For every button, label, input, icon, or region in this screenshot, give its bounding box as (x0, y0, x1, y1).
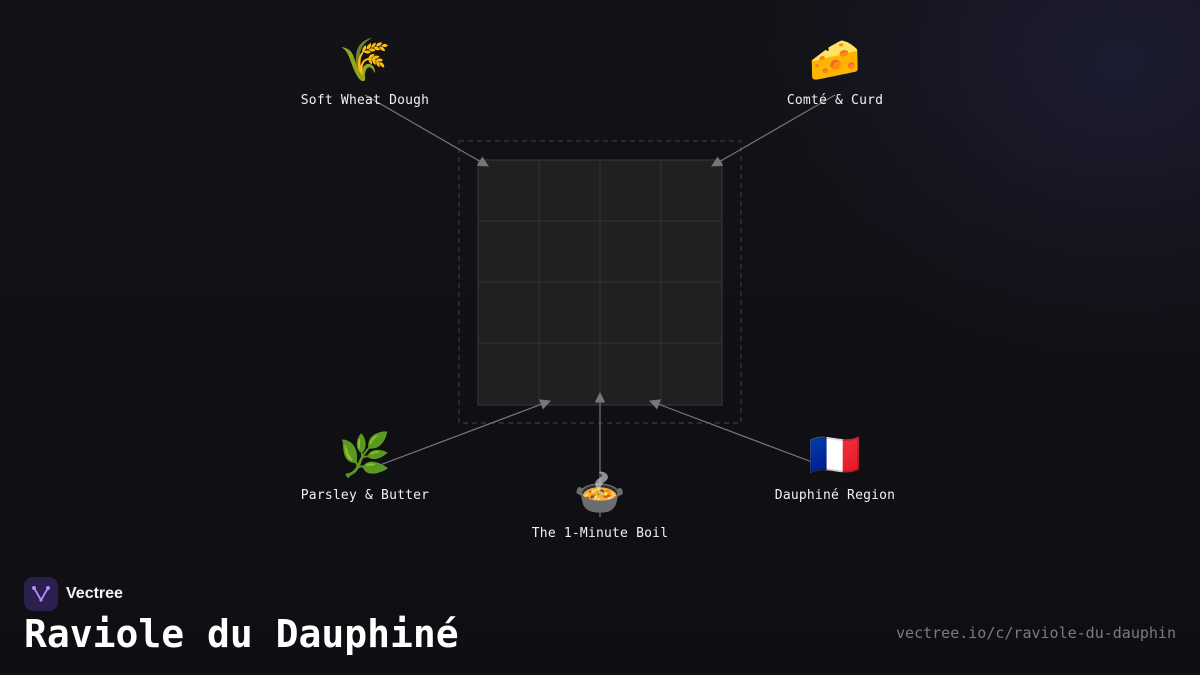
node-label: Soft Wheat Dough (300, 93, 430, 108)
brand[interactable]: Vectree (24, 577, 123, 611)
arrow-wheat (364, 94, 489, 167)
node-label: The 1-Minute Boil (531, 526, 669, 541)
arrow-cheese (711, 94, 836, 167)
node-label: Dauphiné Region (774, 488, 896, 503)
node-label: Parsley & Butter (300, 488, 430, 503)
page-url[interactable]: vectree.io/c/raviole-du-dauphin (896, 624, 1176, 642)
pot-of-food-icon: 🍲 (573, 468, 627, 517)
page-title: Raviole du Dauphiné (24, 612, 459, 656)
node-label: Comté & Curd (786, 93, 884, 108)
node-parsley-butter: 🌿 Parsley & Butter (301, 430, 429, 503)
herb-icon: 🌿 (338, 430, 392, 479)
brand-name: Vectree (66, 585, 123, 602)
arrow-parsley (379, 399, 552, 466)
vectree-logo-icon (24, 577, 58, 611)
arrow-region (648, 399, 813, 463)
node-one-minute-boil: 🍲 The 1-Minute Boil (532, 468, 668, 541)
node-soft-wheat-dough: 🌾 Soft Wheat Dough (301, 35, 429, 108)
node-comte-curd: 🧀 Comté & Curd (787, 35, 883, 108)
central-grid (477, 159, 723, 406)
node-dauphine-region: 🇫🇷 Dauphiné Region (775, 430, 895, 503)
cheese-icon: 🧀 (808, 35, 862, 84)
french-flag-icon: 🇫🇷 (808, 430, 862, 479)
wheat-icon: 🌾 (338, 35, 392, 84)
